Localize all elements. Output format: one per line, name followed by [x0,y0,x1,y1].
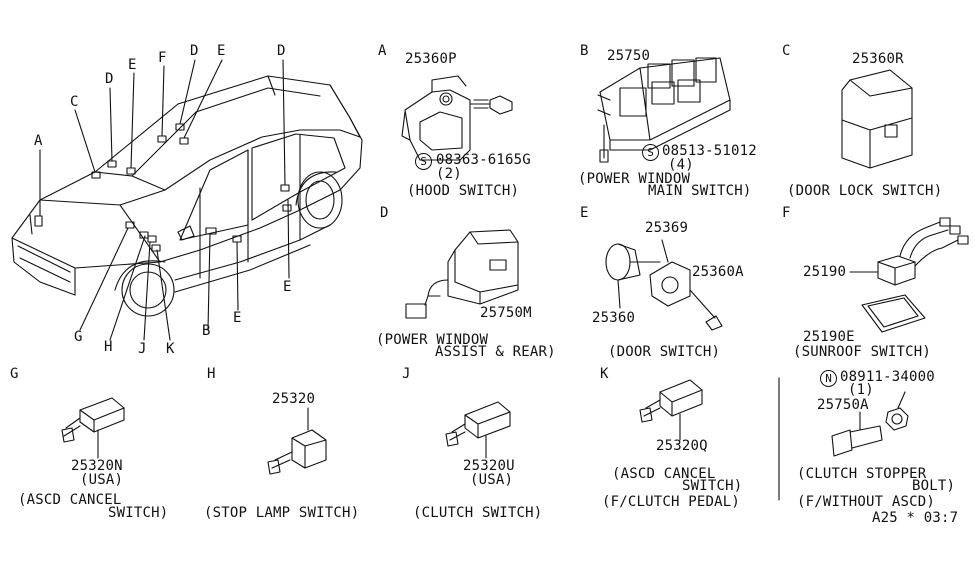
stopper-qty: (1) [848,382,874,398]
ascd-g-part-number: 25320N [71,458,123,474]
car-callout-f: F [158,50,167,66]
main-switch-caption-1: (POWER WINDOW [578,171,691,187]
door-switch-drawing [605,239,723,331]
ascd-cancel-switch-g-drawing [61,397,125,459]
hood-switch-part-number: 25360P [405,51,457,67]
assist-switch-caption-1: (POWER WINDOW [376,332,489,348]
section-g-letter: G [10,366,19,382]
stop-lamp-part-number: 25320 [272,391,316,407]
section-j-letter: J [402,366,411,382]
door-lock-switch-drawing [841,69,913,169]
hood-switch-qty: (2) [436,166,462,182]
car-callout-h: H [104,339,113,355]
car-callout-e2: E [217,43,226,59]
car-callout-g: G [74,329,83,345]
ascd-k-caption-1: (ASCD CANCEL [612,466,716,482]
screw-prefix-a: S [415,153,432,170]
section-b-letter: B [580,43,589,59]
door-lock-part-number: 25360R [852,51,904,67]
stopper-part-number: 25750A [817,397,869,413]
stop-lamp-caption: (STOP LAMP SWITCH) [204,505,360,521]
car-callout-e4: E [233,310,242,326]
car-callout-j: J [138,341,147,357]
clutch-stopper-bolt-drawing [778,377,909,501]
clutch-switch-note: (USA) [470,472,514,488]
hood-switch-drawing [401,75,513,161]
ascd-g-note: (USA) [80,472,124,488]
car-callout-a: A [34,133,43,149]
stopper-fastener: 08911-34000 [840,369,935,385]
section-k-letter: K [600,366,609,382]
stop-lamp-switch-drawing [267,407,327,475]
ascd-cancel-switch-k-drawing [639,379,703,441]
hood-switch-fastener: 08363-6165G [436,152,531,168]
stopper-caption-3: (F/WITHOUT ASCD) [797,494,936,510]
nut-prefix: N [820,370,837,387]
assist-switch-caption-2: ASSIST & REAR) [435,344,556,360]
ascd-k-caption-3: (F/CLUTCH PEDAL) [602,494,741,510]
screw-prefix-b: S [642,144,659,161]
car-callout-d3: D [277,43,286,59]
section-c-letter: C [782,43,791,59]
door-switch-part-25360: 25360 [592,310,636,326]
main-switch-part-number: 25750 [607,48,651,64]
main-switch-qty: (4) [668,157,694,173]
stopper-caption-1: (CLUTCH STOPPER [797,466,927,482]
diagram-code: A25 * 03:7 [872,510,959,526]
assist-switch-part-number: 25750M [480,305,532,321]
car-callout-d1: D [105,71,114,87]
section-d-letter: D [380,205,389,221]
clutch-switch-caption: (CLUTCH SWITCH) [413,505,543,521]
clutch-switch-drawing [445,401,511,459]
car-callout-e1: E [128,57,137,73]
car-illustration [11,59,363,341]
power-window-assist-drawing [405,229,519,319]
main-switch-caption-2: MAIN SWITCH) [648,183,752,199]
door-switch-part-25369: 25369 [645,220,689,236]
car-callout-b: B [202,323,211,339]
car-callout-e3: E [283,279,292,295]
ascd-k-part-number: 25320Q [656,438,708,454]
clutch-switch-part-number: 25320U [463,458,515,474]
door-switch-part-25360a: 25360A [692,264,744,280]
stopper-caption-2: BOLT) [912,478,956,494]
door-lock-caption: (DOOR LOCK SWITCH) [787,183,943,199]
car-callout-d2: D [190,43,199,59]
sunroof-switch-drawing [849,217,969,333]
car-callout-k: K [166,341,175,357]
sunroof-part-25190: 25190 [803,264,847,280]
hood-switch-caption: (HOOD SWITCH) [407,183,520,199]
ascd-g-caption-2: SWITCH) [108,505,169,521]
car-callout-c: C [70,94,79,110]
ascd-g-caption-1: (ASCD CANCEL [18,492,122,508]
main-switch-fastener: 08513-51012 [662,143,757,159]
section-f-letter: F [782,205,791,221]
section-h-letter: H [207,366,216,382]
ascd-k-caption-2: SWITCH) [682,478,743,494]
section-e-letter: E [580,205,589,221]
section-a-letter: A [378,43,387,59]
sunroof-part-25190e: 25190E [803,329,855,345]
door-switch-caption: (DOOR SWITCH) [608,344,721,360]
sunroof-caption: (SUNROOF SWITCH) [793,344,932,360]
